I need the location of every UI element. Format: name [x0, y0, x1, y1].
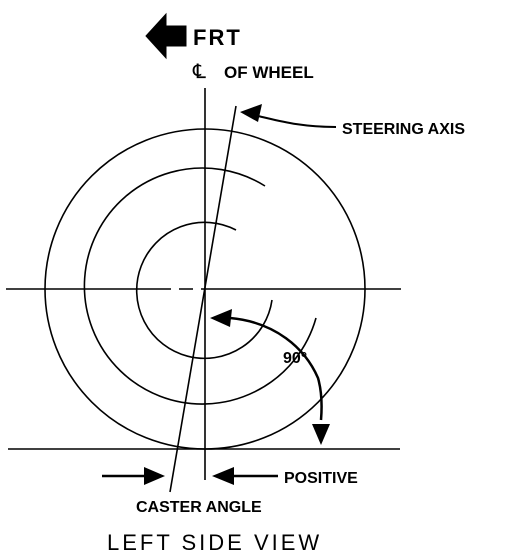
caster-left-arrowhead: [144, 467, 165, 485]
wheel-outer-circle: [44, 128, 366, 450]
caster-right-arrowhead: [212, 467, 234, 485]
caster-angle-label: CASTER ANGLE: [136, 499, 262, 516]
centerline-symbol: ℄: [192, 61, 206, 83]
angle-arc: [229, 316, 323, 421]
wheel-inner-arc: [135, 221, 273, 360]
front-label: FRT: [193, 25, 242, 50]
positive-label: POSITIVE: [284, 470, 358, 487]
angle-label: 90°: [283, 350, 307, 367]
angle-end-arrowhead: [312, 424, 330, 445]
angle-start-arrowhead: [210, 309, 232, 327]
steering-axis-label: STEERING AXIS: [342, 121, 465, 138]
wheel-middle-arc: [83, 167, 317, 405]
view-title: LEFT SIDE VIEW: [107, 530, 322, 555]
steering-axis-line: [169, 105, 237, 493]
steering-axis-arrowhead: [240, 104, 262, 122]
centerline-label: OF WHEEL: [224, 63, 314, 82]
arrow-left-icon: [145, 12, 187, 60]
steering-axis-leader: [257, 115, 337, 128]
